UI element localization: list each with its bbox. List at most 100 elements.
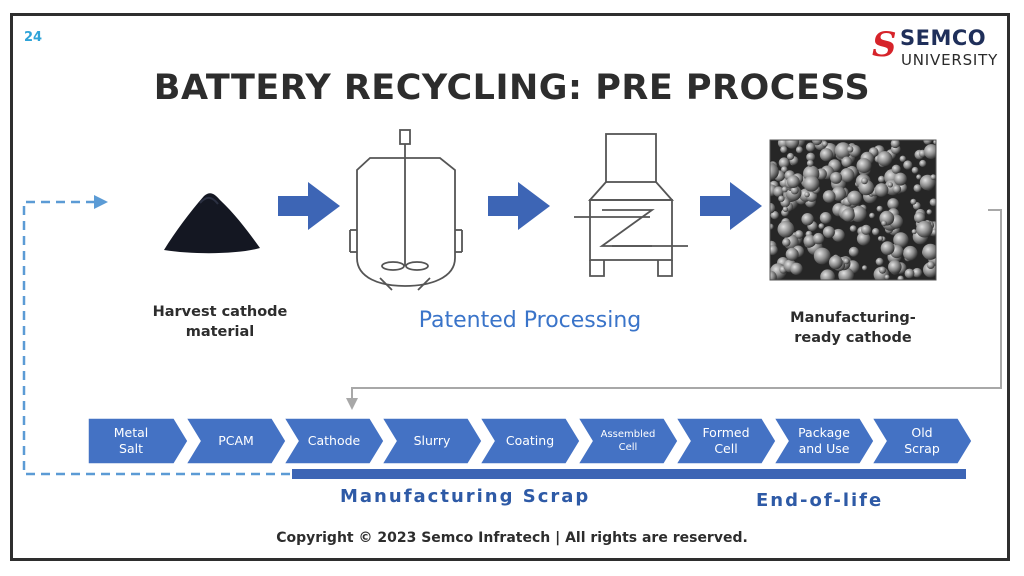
grain bbox=[891, 164, 901, 174]
grain bbox=[869, 212, 875, 219]
stage-label-line2: Cell bbox=[714, 441, 738, 456]
lifecycle-chevrons bbox=[87, 417, 973, 465]
grain bbox=[841, 208, 855, 222]
ready-caption-line1: Manufacturing- bbox=[790, 310, 916, 326]
stage-label-line1: Formed bbox=[702, 425, 750, 440]
grain bbox=[790, 262, 803, 275]
dryer-icon bbox=[574, 133, 688, 277]
grain bbox=[782, 238, 791, 247]
grain bbox=[911, 166, 919, 174]
grain bbox=[858, 179, 874, 196]
grain bbox=[778, 157, 790, 169]
grain bbox=[861, 177, 868, 185]
cathode-micrograph-image bbox=[769, 139, 937, 281]
grain bbox=[785, 140, 800, 149]
patented-processing-label: Patented Processing bbox=[418, 308, 642, 333]
grain bbox=[841, 156, 853, 168]
grain bbox=[786, 152, 795, 161]
grain bbox=[914, 212, 926, 224]
return-connector bbox=[346, 209, 1002, 410]
grain bbox=[806, 152, 816, 162]
grain bbox=[790, 186, 799, 195]
grain bbox=[861, 224, 872, 235]
grain bbox=[856, 158, 872, 174]
grain bbox=[780, 146, 788, 154]
grain bbox=[933, 140, 936, 145]
grain bbox=[862, 265, 868, 271]
stage-chevron-4 bbox=[380, 417, 483, 465]
grain bbox=[834, 142, 852, 159]
grain bbox=[876, 205, 883, 212]
grain bbox=[770, 245, 778, 256]
grain bbox=[884, 274, 890, 280]
stage-label-line2: Cell bbox=[618, 442, 638, 453]
grain bbox=[828, 255, 843, 270]
grain bbox=[822, 141, 828, 147]
grain bbox=[848, 246, 859, 257]
grain bbox=[847, 190, 862, 206]
grain bbox=[893, 172, 907, 186]
grain bbox=[811, 140, 823, 146]
grain bbox=[872, 228, 880, 236]
grain bbox=[893, 232, 909, 248]
grain bbox=[923, 140, 933, 145]
grain bbox=[926, 209, 932, 215]
stage-label-line2: and Use bbox=[798, 441, 850, 456]
stage-label-line2: Scrap bbox=[904, 441, 940, 456]
stage-chevron-3 bbox=[282, 417, 385, 465]
grain bbox=[770, 211, 779, 220]
grain bbox=[930, 174, 936, 180]
grain bbox=[804, 191, 810, 198]
grain bbox=[822, 190, 836, 203]
stage-label-5: Coating bbox=[485, 433, 575, 449]
grain bbox=[838, 267, 854, 280]
grain bbox=[922, 243, 936, 260]
grain bbox=[819, 148, 834, 162]
lifecycle-underline bbox=[292, 469, 966, 479]
grain bbox=[929, 198, 936, 207]
grain bbox=[890, 140, 900, 149]
grain bbox=[910, 198, 917, 205]
ready-caption-line2: ready cathode bbox=[794, 330, 912, 346]
harvest-caption-line1: Harvest cathode bbox=[152, 304, 288, 320]
process-arrow-3 bbox=[700, 182, 762, 230]
stage-label-line1: Metal bbox=[113, 425, 149, 440]
stage-label-line1: Old bbox=[911, 425, 933, 440]
grain bbox=[877, 151, 893, 167]
logo-sub: UNIVERSITY bbox=[901, 51, 999, 69]
grain bbox=[830, 171, 843, 184]
grain bbox=[843, 258, 850, 265]
grain bbox=[919, 159, 927, 168]
grain bbox=[903, 245, 918, 261]
process-arrow-2 bbox=[488, 182, 550, 230]
grain bbox=[878, 266, 887, 274]
stage-label-line2: Salt bbox=[119, 441, 143, 456]
grain bbox=[777, 220, 795, 238]
grain bbox=[874, 183, 889, 197]
stage-label-line1: Coating bbox=[505, 433, 555, 448]
grain bbox=[847, 146, 854, 153]
grain bbox=[904, 268, 915, 279]
grain bbox=[803, 175, 820, 192]
stage-label-line1: PCAM bbox=[218, 433, 254, 448]
powder-pile-icon bbox=[164, 193, 260, 254]
stage-chevron-5 bbox=[478, 417, 581, 465]
grain bbox=[781, 186, 788, 193]
grain bbox=[770, 223, 774, 230]
grain bbox=[880, 241, 895, 256]
grain bbox=[820, 269, 835, 280]
grain bbox=[923, 144, 936, 160]
stage-label-line1: Cathode bbox=[307, 433, 361, 448]
grain bbox=[795, 146, 803, 154]
harvest-caption-line2: material bbox=[185, 324, 255, 340]
stage-label-line1: Package bbox=[798, 425, 850, 440]
stage-label-4: Slurry bbox=[387, 433, 477, 449]
semco-logo: S SEMCO UNIVERSITY bbox=[864, 26, 1004, 72]
page-title: BATTERY RECYCLING: PRE PROCESS bbox=[153, 68, 871, 108]
grain bbox=[805, 142, 816, 152]
dashed-return-loop bbox=[22, 195, 290, 476]
